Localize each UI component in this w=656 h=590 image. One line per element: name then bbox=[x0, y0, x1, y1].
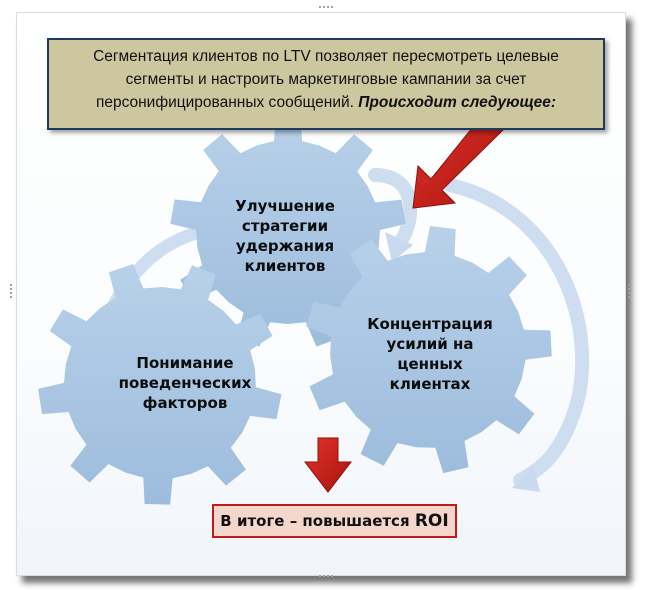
arrow-right-to-roi bbox=[443, 178, 590, 487]
gear-label-behavior: Понимание поведенческих факторов bbox=[118, 354, 252, 412]
header-statement: Сегментация клиентов по LTV позволяет пе… bbox=[47, 38, 605, 130]
resize-handle-left[interactable] bbox=[9, 284, 13, 298]
red-arrow-down bbox=[303, 437, 353, 493]
header-text: Сегментация клиентов по LTV позволяет пе… bbox=[93, 48, 559, 111]
result-prefix: В итоге – повышается bbox=[220, 512, 415, 530]
resize-handle-bottom[interactable] bbox=[319, 575, 333, 579]
gear-label-concentration: Концентрация усилий на ценных клиентах bbox=[367, 315, 493, 393]
gear-label-retention: Улучшение стратегии удержания клиентов bbox=[235, 197, 335, 275]
gear-behavior bbox=[38, 264, 282, 505]
result-roi-box: В итоге – повышается ROI bbox=[212, 504, 457, 538]
arrow-top-to-concentration bbox=[368, 168, 418, 252]
resize-handle-right[interactable] bbox=[627, 284, 631, 298]
red-arrow-header bbox=[412, 111, 504, 209]
arrowhead-concentration bbox=[385, 232, 413, 262]
header-emphasis: Происходит следующее: bbox=[358, 94, 557, 111]
arrowhead-roi bbox=[512, 465, 540, 492]
gear-concentration bbox=[306, 226, 552, 474]
resize-handle-top[interactable] bbox=[319, 6, 333, 10]
gear-retention bbox=[170, 114, 406, 347]
gears bbox=[38, 114, 552, 505]
result-roi: ROI bbox=[414, 511, 449, 531]
